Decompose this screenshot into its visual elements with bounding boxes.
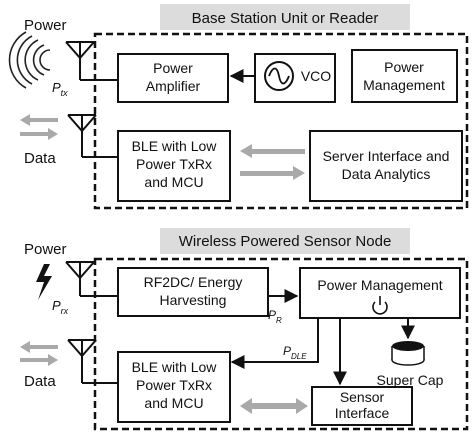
top-antenna-tx-icon xyxy=(65,41,118,81)
top-ble-box xyxy=(117,130,231,202)
lightning-icon xyxy=(36,264,52,300)
bottom-antenna-rx-icon xyxy=(65,261,118,297)
bottom-title-banner xyxy=(160,228,410,254)
top-ble-server-arrows xyxy=(240,144,305,180)
bottom-ble-box xyxy=(117,351,231,423)
vco-label: VCO xyxy=(301,68,331,84)
ble-sensor-arrow xyxy=(240,398,308,414)
sine-wave-icon xyxy=(268,67,290,85)
top-power-management-box xyxy=(351,49,458,103)
power-amplifier-box xyxy=(117,53,229,103)
bottom-data-arrows xyxy=(20,341,58,366)
pr-label: PR xyxy=(268,308,282,325)
bottom-antenna-data-icon xyxy=(67,339,118,384)
sensor-interface-box xyxy=(311,386,413,426)
super-cap-icon xyxy=(391,341,425,366)
bottom-power-management-box xyxy=(299,267,461,319)
bottom-dashed-frame xyxy=(93,257,469,431)
rf2dc-box xyxy=(117,267,269,317)
pm-to-ble-arrow xyxy=(230,318,319,369)
oscillator-icon xyxy=(264,61,294,91)
top-antenna-data-icon xyxy=(67,114,118,158)
server-interface-box xyxy=(309,130,463,202)
vco-box xyxy=(254,53,336,103)
pdle-label: PDLE xyxy=(283,344,307,361)
prx-label: Prx xyxy=(52,298,69,316)
bottom-power-management-label: Power Management xyxy=(317,277,442,293)
top-dashed-frame xyxy=(93,32,469,210)
bottom-title: Wireless Powered Sensor Node xyxy=(179,233,392,250)
power-button-icon xyxy=(372,296,388,315)
bottom-data-label: Data xyxy=(24,373,56,390)
top-data-label: Data xyxy=(24,150,56,167)
top-power-label: Power xyxy=(24,17,67,34)
top-title-banner xyxy=(160,4,410,30)
super-cap-label: Super Cap xyxy=(377,372,444,388)
top-data-arrows xyxy=(20,114,58,140)
bottom-power-label: Power xyxy=(24,241,67,258)
transmit-waves-icon xyxy=(8,31,51,89)
top-title: Base Station Unit or Reader xyxy=(192,10,379,27)
ptx-label: Ptx xyxy=(52,80,68,98)
